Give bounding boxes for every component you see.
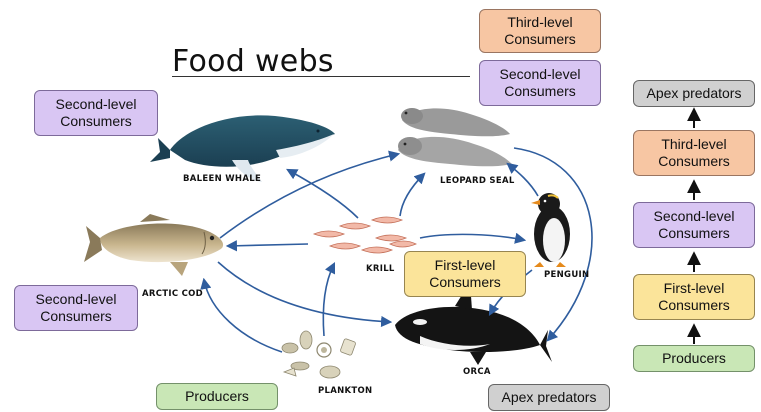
page-title: Food webs <box>172 44 334 79</box>
arrow-krill-to-leopard-seal <box>399 172 426 217</box>
box-second-level-consumers-top: Second-level Consumers <box>479 60 601 106</box>
hierarchy-producers: Producers <box>633 345 755 372</box>
box-second-level-consumers-left-top: Second-level Consumers <box>34 90 158 136</box>
box-apex-predators-bottom: Apex predators <box>488 384 610 411</box>
arctic-cod-icon <box>84 214 224 276</box>
label-penguin: PENGUIN <box>544 270 590 280</box>
arrow-krill-to-penguin <box>419 232 527 244</box>
penguin-icon <box>531 193 570 267</box>
label-orca: ORCA <box>463 367 491 377</box>
baleen-whale-icon <box>150 115 335 182</box>
krill-icon <box>312 216 417 254</box>
arrow-arctic-cod-to-orca <box>217 261 393 328</box>
hierarchy-first-level-consumers: First-level Consumers <box>633 274 755 320</box>
food-web-arrows <box>200 147 593 353</box>
box-first-level-consumers-middle: First-level Consumers <box>404 251 526 297</box>
label-plankton: PLANKTON <box>318 386 373 396</box>
arrow-plankton-to-krill <box>322 261 336 337</box>
arrow-krill-to-arctic-cod <box>225 240 309 252</box>
hierarchy-second-level-consumers: Second-level Consumers <box>633 202 755 248</box>
leopard-seal-icon <box>398 108 512 167</box>
label-krill: KRILL <box>366 264 395 274</box>
arrow-leopard-seal-to-orca <box>513 147 593 342</box>
box-third-level-consumers-top: Third-level Consumers <box>479 9 601 53</box>
hierarchy-apex-predators: Apex predators <box>633 80 755 107</box>
arrow-krill-to-baleen-whale <box>286 168 359 219</box>
arrow-plankton-to-arctic-cod <box>200 277 283 353</box>
hierarchy-third-level-consumers: Third-level Consumers <box>633 130 755 176</box>
label-arctic-cod: ARCTIC COD <box>142 289 204 299</box>
label-baleen-whale: BALEEN WHALE <box>183 174 262 184</box>
box-second-level-consumers-left-bottom: Second-level Consumers <box>14 285 138 331</box>
title-underline <box>172 76 470 77</box>
label-leopard-seal: LEOPARD SEAL <box>440 176 515 186</box>
arrow-arctic-cod-to-leopard-seal <box>219 150 401 239</box>
arrow-penguin-to-leopard-seal <box>506 162 539 197</box>
plankton-icon <box>281 330 356 379</box>
box-producers-bottom: Producers <box>156 383 278 410</box>
